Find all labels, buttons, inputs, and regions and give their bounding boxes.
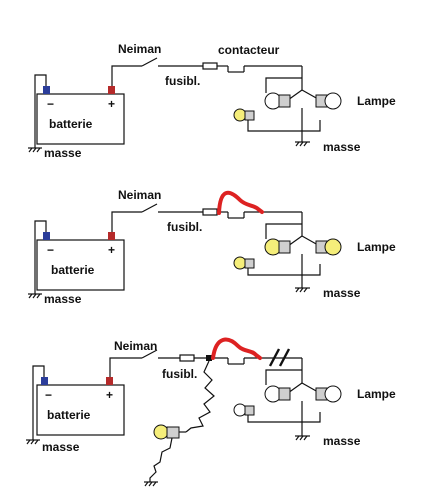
fuse-label: fusibl.: [167, 220, 202, 234]
negative-wire: [34, 220, 47, 294]
lamp-ground-label: masse: [323, 140, 361, 154]
fuse: [179, 354, 195, 362]
battery-negative-terminal: [41, 377, 48, 385]
negative-wire: [34, 74, 47, 148]
wire-left-lamp: [265, 223, 302, 239]
wire-left-lamp: [265, 77, 302, 93]
battery-ground-label: masse: [44, 146, 82, 160]
ground-icon: [144, 481, 158, 487]
wire-right-lamp: [301, 89, 319, 100]
battery-positive-terminal: [108, 86, 115, 94]
wire-lamp-bottom: [247, 264, 321, 276]
battery-box: [36, 93, 125, 145]
probe-wire-bottom: [149, 437, 173, 482]
plus-sign: +: [108, 243, 115, 257]
neiman-switch: [141, 203, 203, 213]
positive-wire: [109, 357, 142, 377]
battery-ground-label: masse: [44, 292, 82, 306]
lamp-side-marker: [233, 403, 255, 417]
ground-icon: [295, 435, 310, 441]
lamp-label: Lampe: [357, 387, 396, 401]
neiman-switch: [141, 57, 203, 67]
battery-negative-terminal: [43, 86, 50, 94]
battery-ground-label: masse: [42, 440, 80, 454]
lamp-side-marker: [233, 108, 255, 122]
wire-lamp-bottom: [247, 410, 321, 423]
contactor-switch: [227, 357, 302, 365]
negative-wire: [32, 365, 45, 440]
battery-label: batterie: [49, 117, 93, 131]
lamp-label: Lampe: [357, 240, 396, 254]
ground-icon: [26, 439, 40, 445]
diagram-1: − + batterie masse Neiman fusibl.: [28, 42, 396, 160]
junction-node: [206, 355, 212, 361]
lamp-left-top: [264, 92, 291, 110]
neiman-label: Neiman: [118, 42, 161, 56]
battery-box: [36, 384, 125, 436]
fuse: [202, 62, 218, 70]
minus-sign: −: [45, 388, 52, 402]
cut-marks: [268, 348, 291, 367]
minus-sign: −: [47, 243, 54, 257]
battery-positive-terminal: [106, 377, 113, 385]
lamp-right-top: [315, 238, 342, 256]
red-jumper-wire: [211, 337, 262, 360]
test-lamp: [153, 424, 186, 440]
lamp-left-top: [264, 385, 291, 403]
ground-icon: [295, 141, 310, 147]
neiman-switch: [141, 349, 180, 359]
ground-icon: [28, 293, 42, 299]
lamp-right-top: [315, 385, 342, 403]
battery-label: batterie: [47, 408, 91, 422]
red-jumper-wire: [217, 190, 264, 215]
diagram-2: − + batterie masse Neiman fusibl.: [28, 188, 396, 306]
battery-negative-terminal: [43, 232, 50, 240]
positive-wire: [111, 211, 142, 232]
lamp-label: Lampe: [357, 94, 396, 108]
wire-lamp-bottom: [247, 116, 321, 132]
lamp-ground-label: masse: [323, 286, 361, 300]
positive-wire: [111, 65, 142, 86]
battery-box: [36, 239, 125, 291]
probe-wire-top: [185, 360, 215, 433]
lamp-right-top: [315, 92, 342, 110]
fuse-label: fusibl.: [165, 74, 200, 88]
ground-icon: [28, 147, 42, 153]
lamp-ground-label: masse: [323, 434, 361, 448]
neiman-label: Neiman: [114, 339, 157, 353]
lamp-side-marker: [233, 256, 255, 270]
minus-sign: −: [47, 97, 54, 111]
diagram-3: − + batterie masse Neiman fusibl.: [26, 337, 396, 487]
contactor-switch: [227, 65, 302, 73]
wire-left-lamp: [265, 369, 302, 385]
battery-positive-terminal: [108, 232, 115, 240]
battery: − + batterie: [36, 232, 125, 291]
battery: − + batterie: [36, 86, 125, 145]
plus-sign: +: [108, 97, 115, 111]
fuse: [202, 208, 218, 216]
wire-right-lamp: [301, 382, 319, 393]
contactor-switch: [227, 211, 302, 219]
lamp-left-top: [264, 238, 291, 256]
wire-right-lamp: [301, 235, 319, 246]
fuse-label: fusibl.: [162, 367, 197, 381]
ground-icon: [295, 287, 310, 293]
plus-sign: +: [106, 388, 113, 402]
battery: − + batterie: [36, 377, 125, 436]
battery-label: batterie: [51, 263, 95, 277]
contactor-label: contacteur: [218, 43, 280, 57]
neiman-label: Neiman: [118, 188, 161, 202]
